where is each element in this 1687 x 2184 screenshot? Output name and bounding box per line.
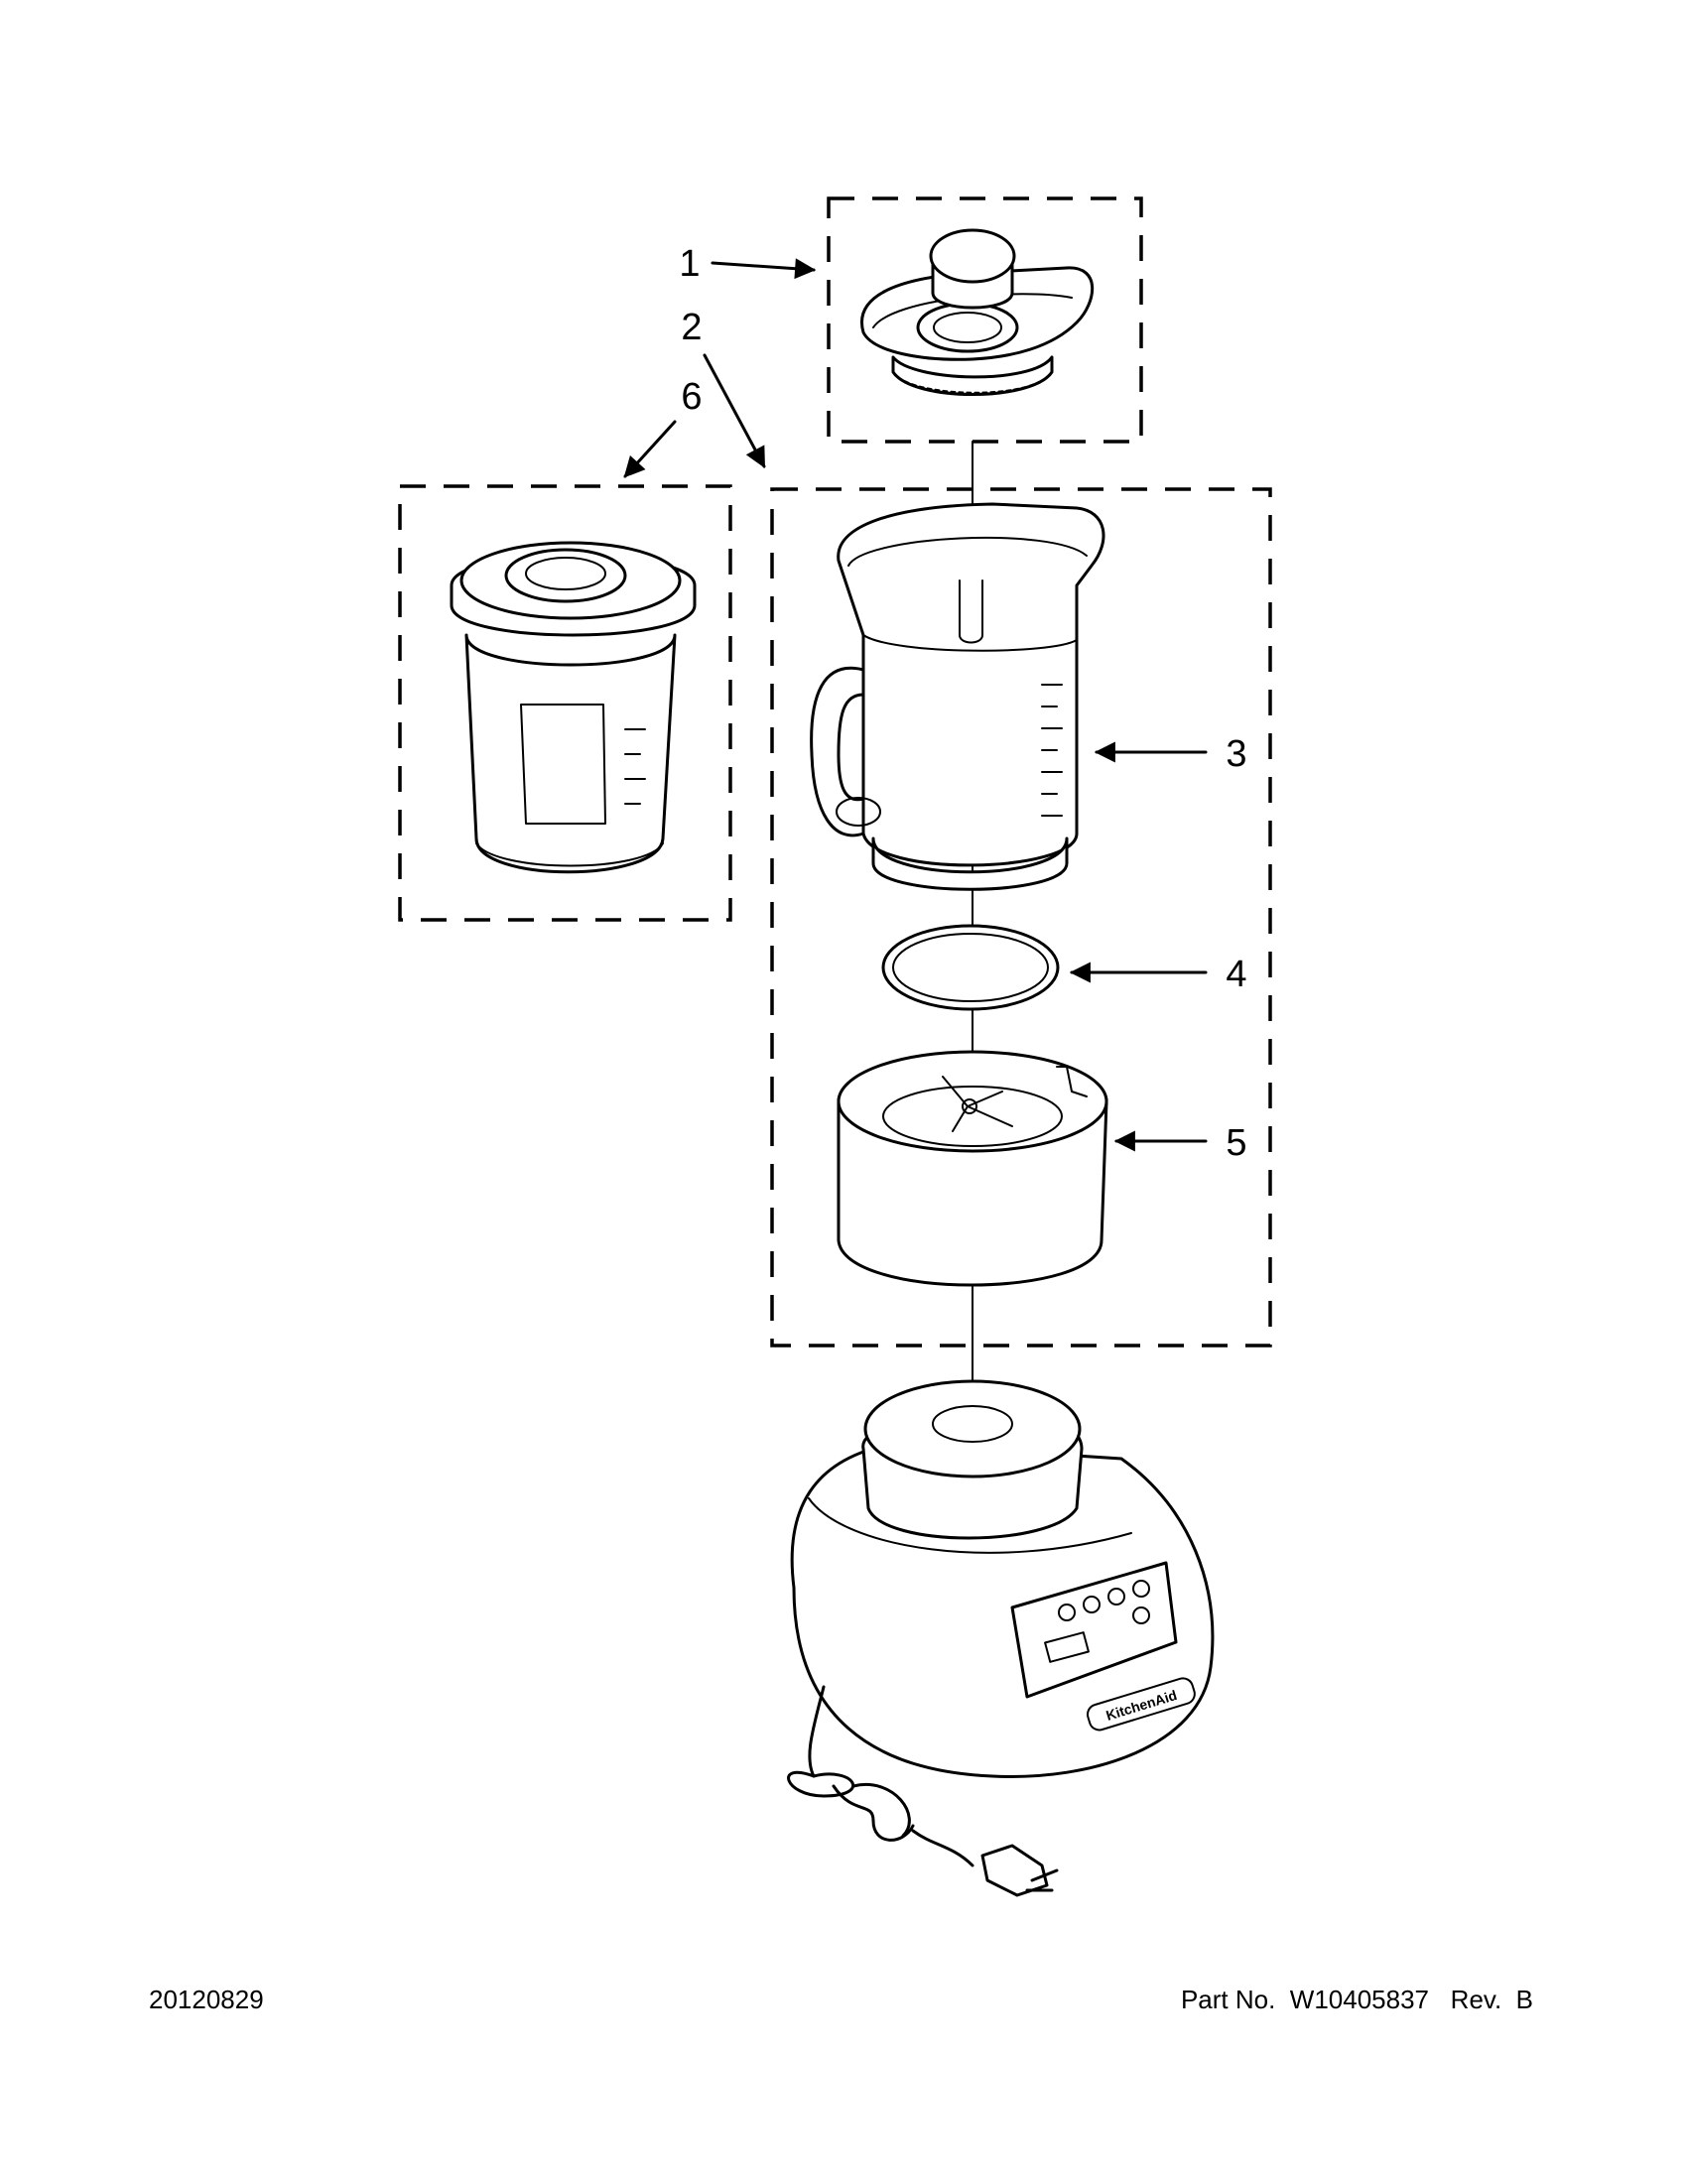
jar-assembly-group-box (770, 487, 1272, 1348)
lid-part (860, 228, 1095, 396)
gasket-part (881, 924, 1060, 1011)
callout-2-leader (703, 353, 766, 468)
callout-5: 5 (1226, 1122, 1246, 1164)
callout-2: 2 (681, 307, 702, 348)
blade-assembly-part (837, 1050, 1108, 1287)
callout-3: 3 (1226, 733, 1246, 775)
jar-part (810, 502, 1105, 891)
lid-group-box (827, 196, 1143, 444)
culinary-jar-group-box (398, 484, 732, 922)
footer-date-code: 20120829 (149, 1985, 264, 2014)
footer-part-number: Part No. W10405837 Rev. B (1180, 1985, 1533, 2014)
callout-1-leader (711, 258, 817, 280)
callout-6: 6 (681, 376, 702, 418)
brand-plate: KitchenAid (1087, 1677, 1196, 1732)
callout-1: 1 (679, 243, 700, 285)
blender-base: KitchenAid (790, 1379, 1215, 1778)
callout-6-leader (623, 420, 677, 478)
culinary-jar-part (450, 541, 697, 874)
callout-4: 4 (1226, 954, 1246, 995)
power-cord (787, 1685, 1059, 1897)
